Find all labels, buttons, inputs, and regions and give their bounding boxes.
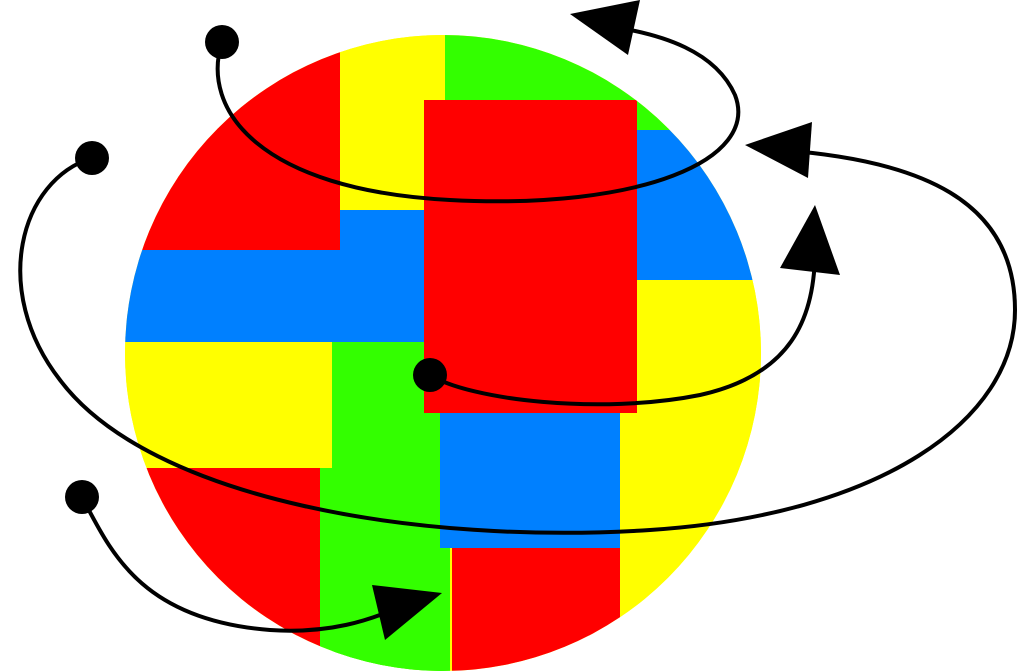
arrowhead-center-curl <box>780 205 840 275</box>
arrowhead-top-swirl <box>570 0 640 55</box>
patch-yellow-bottom-right <box>620 280 761 671</box>
arrow-outer-orbit-path <box>18 148 1018 535</box>
globe <box>125 35 761 671</box>
arrow-start-dot-left <box>75 141 109 175</box>
patch-red-bottom <box>452 548 620 671</box>
arrow-dots <box>65 25 447 514</box>
arrow-top-swirl-path <box>215 26 741 204</box>
patch-red-bottom-left <box>125 468 320 671</box>
arrowheads <box>372 0 840 640</box>
patch-blue-left-band-top <box>340 210 430 250</box>
arrow-start-dot-top <box>205 25 239 59</box>
patch-yellow-left-middle <box>125 342 332 468</box>
arrow-bottom-hook-path <box>80 495 402 633</box>
arrowhead-outer-orbit <box>745 122 812 178</box>
patch-red-top-left <box>125 35 340 250</box>
patch-blue-left-band <box>125 250 430 342</box>
arrow-center-curl-path <box>428 248 817 407</box>
patch-red-center <box>424 100 637 413</box>
arrowhead-bottom-hook <box>372 585 442 640</box>
arrows <box>18 26 1018 633</box>
arrow-start-dot-center <box>413 358 447 392</box>
arrow-start-dot-bottom <box>65 480 99 514</box>
patch-blue-bottom-center <box>440 398 645 548</box>
patch-green-middle-lower <box>320 468 450 671</box>
